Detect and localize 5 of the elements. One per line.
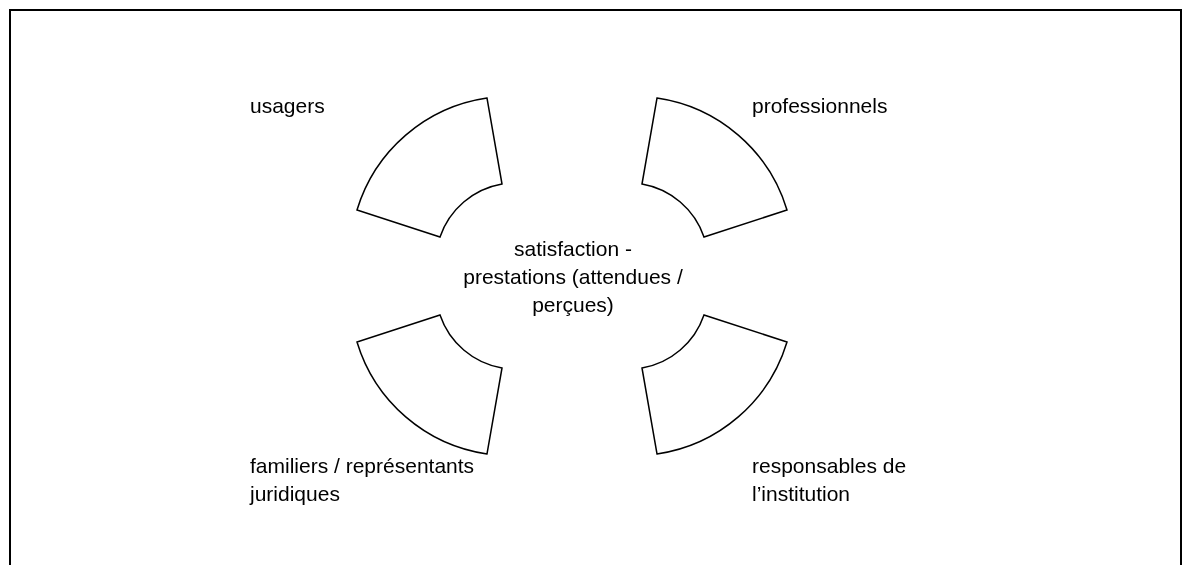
segment-label: professionnels xyxy=(752,93,889,119)
segment-label: usagers xyxy=(250,93,326,119)
segment-label: responsables de l’institution xyxy=(752,453,908,507)
center-text: satisfaction - prestations (attendues / perçues) xyxy=(463,236,683,318)
segment-label: familiers / représentants juridiques xyxy=(250,453,476,507)
